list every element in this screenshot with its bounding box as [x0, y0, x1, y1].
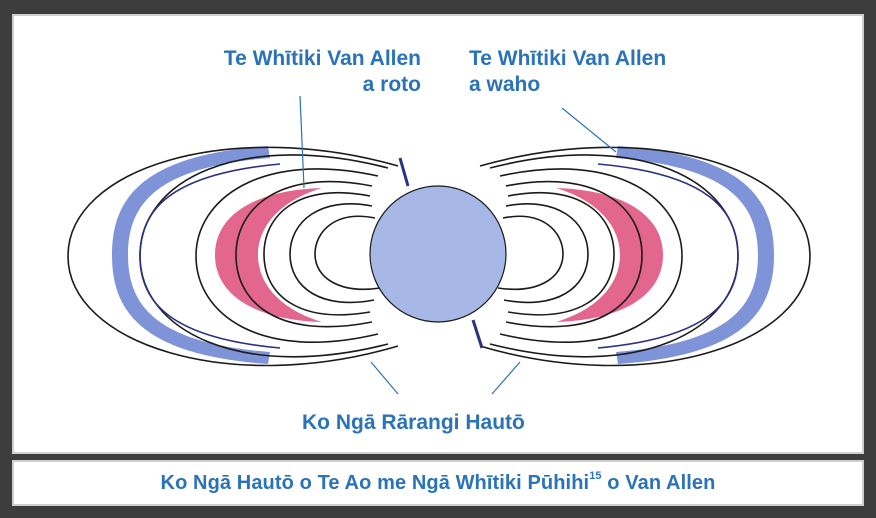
inner-belt-label: Te Whītiki Van Allen a roto	[171, 46, 421, 98]
field-lines-label-text: Ko Ngā Rārangi Hautō	[302, 411, 525, 434]
inner-belt-right	[556, 188, 663, 322]
outer-belt-label-line1: Te Whītiki Van Allen	[469, 46, 666, 72]
outer-belt-label-line2: a waho	[469, 72, 666, 98]
caption-footnote: 15	[589, 470, 601, 482]
caption-text-before: Ko Ngā Hautō o Te Ao me Ngā Whītiki Pūhi…	[161, 472, 590, 494]
diagram-caption: Ko Ngā Hautō o Te Ao me Ngā Whītiki Pūhi…	[161, 472, 716, 495]
earth	[370, 186, 506, 322]
pointer-field-lines-left	[371, 362, 398, 394]
inner-belt-label-line1: Te Whītiki Van Allen	[171, 46, 421, 72]
pointer-inner-belt	[300, 96, 304, 188]
magnetic-axis-bottom	[473, 320, 482, 348]
caption-text-after: o Van Allen	[602, 472, 716, 494]
inner-belt-left	[215, 188, 322, 322]
magnetic-axis-top	[400, 158, 408, 186]
pointer-field-lines-right	[492, 362, 520, 394]
field-line-right-1	[498, 216, 563, 289]
caption-box: Ko Ngā Hautō o Te Ao me Ngā Whītiki Pūhi…	[12, 460, 864, 506]
field-line-left-2	[290, 204, 374, 303]
field-line-right-2	[504, 204, 588, 303]
field-lines-label: Ko Ngā Rārangi Hautō	[302, 410, 525, 436]
outer-belt-label: Te Whītiki Van Allen a waho	[469, 46, 666, 98]
inner-belt-label-line2: a roto	[171, 72, 421, 98]
pointer-outer-belt	[562, 108, 616, 152]
